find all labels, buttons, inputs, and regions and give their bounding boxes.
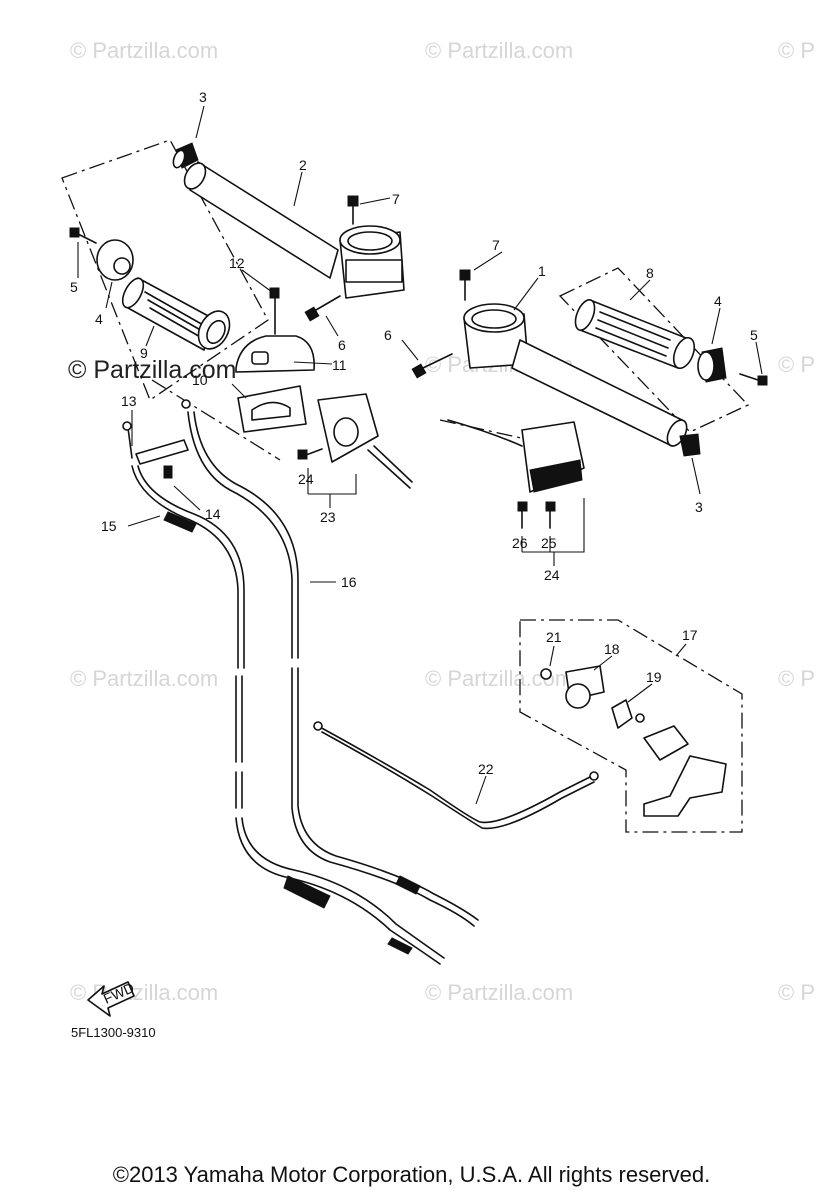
callout-17: 17 [682, 627, 698, 643]
callout-6: 6 [338, 337, 346, 353]
throttle-cable-16 [193, 411, 479, 921]
watermark: © Partzilla.com [425, 38, 573, 63]
callout-11: 11 [332, 357, 347, 373]
screw-icon [163, 465, 173, 479]
left-handlebar-boundary [61, 139, 269, 401]
diagram-code: 5FL1300-9310 [71, 1025, 156, 1040]
callout-25: 25 [541, 535, 557, 551]
copyright-notice: ©2013 Yamaha Motor Corporation, U.S.A. A… [112, 1162, 711, 1187]
screw-icon [517, 501, 528, 529]
screw-icon [545, 501, 556, 529]
callout-21: 22 [478, 761, 494, 777]
callout-12: 12 [229, 255, 245, 271]
watermark: © Partzilla.com [70, 38, 218, 63]
callout-5: 5 [70, 279, 78, 295]
callout-3b: 3 [695, 499, 703, 515]
callout-8: 8 [646, 265, 654, 281]
callout-13: 13 [121, 393, 137, 409]
callout-26: 26 [512, 535, 528, 551]
watermark: © Partzilla.com [425, 980, 573, 1005]
clutch-cable-21 [321, 731, 595, 830]
callout-3: 3 [199, 89, 207, 105]
watermark: © P [778, 38, 815, 63]
throttle-cable-16 [187, 411, 475, 927]
cable-adjuster-icon [163, 511, 421, 955]
callout-4b: 4 [714, 293, 722, 309]
end-weight-icon [697, 347, 727, 383]
watermark: © P [778, 666, 815, 691]
bolt-icon [411, 353, 453, 379]
callout-16: 16 [341, 574, 357, 590]
handlebar-clamp-right [463, 303, 529, 369]
leader-lines [77, 105, 763, 805]
switch-boundary-left [151, 379, 281, 461]
right-handlebar-boundary [558, 267, 750, 433]
screw-icon [297, 448, 323, 460]
right-handlebar-switch [447, 419, 585, 493]
throttle-cable-15 [137, 465, 445, 959]
clutch-group-boundary [519, 619, 743, 833]
end-weight-icon [96, 239, 134, 281]
left-handlebar-switch [317, 393, 413, 489]
bar-end-weight-icon [679, 433, 701, 457]
left-handlebar-tube [183, 161, 339, 279]
callout-2: 2 [299, 157, 307, 173]
bolt-icon [347, 195, 359, 225]
callout-4: 4 [95, 311, 103, 327]
clutch-cable-21 [317, 725, 593, 824]
handlebar-clamp-left [339, 225, 405, 299]
screw-icon [69, 227, 97, 244]
callout-numbers: 3 2 7 5 4 12 6 11 10 13 14 15 16 24 23 7… [70, 89, 758, 777]
clutch-switch-parts [540, 665, 727, 817]
watermark: © Partzilla.com [425, 666, 573, 691]
callout-7: 7 [392, 191, 400, 207]
callout-23: 24 [298, 471, 314, 487]
watermark: © P [778, 980, 815, 1005]
callout-18: 18 [604, 641, 620, 657]
callout-22: 23 [320, 509, 336, 525]
switch-boundary-right [439, 419, 531, 441]
callout-20: 21 [546, 629, 562, 645]
callout-1: 1 [538, 263, 546, 279]
callout-6b: 6 [384, 327, 392, 343]
cable-end-icon [313, 721, 323, 731]
bar-end-weight-icon [172, 142, 199, 169]
watermark: © P [778, 352, 815, 377]
callout-9: 9 [140, 345, 148, 361]
cable-end-icon [589, 771, 599, 781]
bolt-icon [459, 269, 471, 301]
screw-icon [739, 373, 768, 386]
watermark: © Partzilla.com [70, 666, 218, 691]
callout-24: 24 [544, 567, 560, 583]
left-grip [121, 277, 231, 351]
throttle-housing-lower [237, 385, 307, 433]
cable-bracket [122, 399, 191, 465]
throttle-housing-upper [235, 335, 315, 373]
callout-7b: 7 [492, 237, 500, 253]
throttle-cable-15 [131, 465, 441, 965]
callout-10: 10 [192, 372, 208, 388]
screw-icon [269, 287, 280, 335]
right-grip [574, 299, 696, 370]
callout-15: 15 [101, 518, 117, 534]
callout-19: 19 [646, 669, 662, 685]
callout-5b: 5 [750, 327, 758, 343]
bolt-icon [304, 295, 341, 322]
callout-14: 14 [205, 506, 221, 522]
